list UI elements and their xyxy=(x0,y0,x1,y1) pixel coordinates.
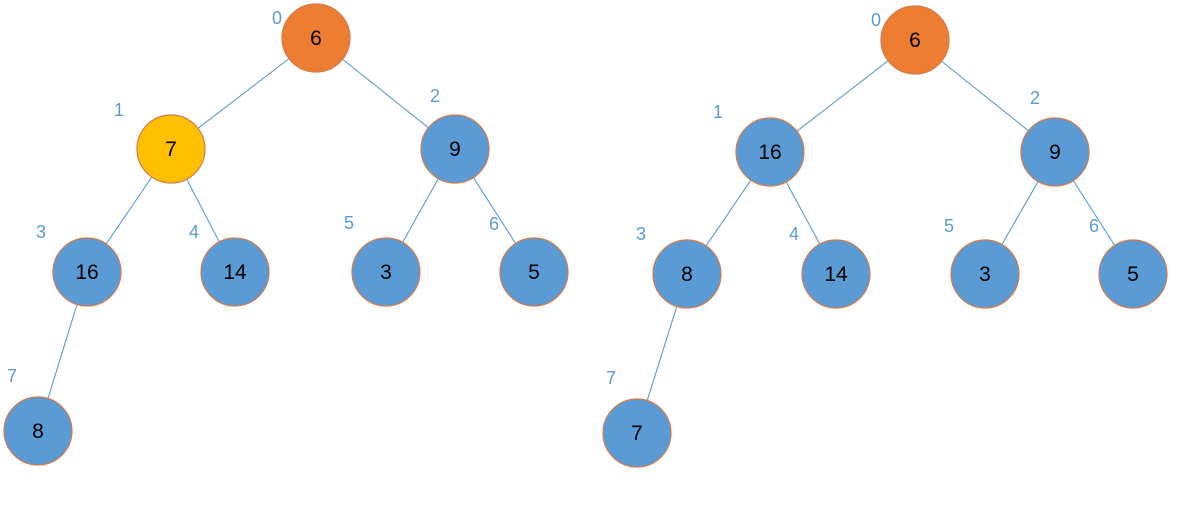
node-7: 87 xyxy=(3,366,73,466)
node-circle xyxy=(880,5,950,75)
index-label: 3 xyxy=(36,222,46,242)
node-value: 7 xyxy=(631,422,643,445)
index-label: 3 xyxy=(636,224,646,244)
node-circle xyxy=(652,239,722,309)
node-value: 9 xyxy=(1049,141,1061,164)
node-value: 7 xyxy=(165,138,177,161)
node-4: 14 4 xyxy=(789,224,871,309)
node-value: 8 xyxy=(681,263,693,286)
index-label: 7 xyxy=(606,368,616,388)
node-1: 16 1 xyxy=(713,102,805,187)
node-circle xyxy=(1098,239,1168,309)
node-value: 5 xyxy=(1127,263,1139,286)
index-label: 7 xyxy=(7,366,17,386)
node-circle xyxy=(801,239,871,309)
node-circle xyxy=(1020,117,1090,187)
node-4: 14 4 xyxy=(189,222,270,307)
node-7: 77 xyxy=(602,368,672,468)
node-0: 60 xyxy=(871,5,950,75)
node-5: 35 xyxy=(344,213,421,307)
node-circle xyxy=(200,237,270,307)
node-circle xyxy=(735,117,805,187)
index-label: 5 xyxy=(344,213,354,233)
index-label: 5 xyxy=(944,216,954,236)
index-label: 4 xyxy=(189,222,199,242)
node-circle xyxy=(950,239,1020,309)
node-1: 71 xyxy=(114,100,206,184)
node-circle xyxy=(52,237,122,307)
node-value: 6 xyxy=(310,27,322,50)
node-circle xyxy=(3,396,73,466)
node-value: 14 xyxy=(223,261,247,284)
index-label: 6 xyxy=(489,214,499,234)
node-0: 60 xyxy=(272,3,351,73)
node-value: 6 xyxy=(909,29,921,52)
index-label: 0 xyxy=(272,8,282,28)
node-value: 16 xyxy=(75,261,98,284)
node-6: 56 xyxy=(1089,216,1168,309)
node-6: 56 xyxy=(489,214,569,307)
node-3: 16 3 xyxy=(36,222,122,307)
index-label: 2 xyxy=(1030,88,1040,108)
node-value: 3 xyxy=(979,263,991,286)
node-circle xyxy=(499,237,569,307)
index-label: 4 xyxy=(789,224,799,244)
node-value: 14 xyxy=(824,263,848,286)
node-value: 8 xyxy=(32,420,44,443)
node-circle xyxy=(420,114,490,184)
node-circle xyxy=(281,3,351,73)
index-label: 1 xyxy=(114,100,124,120)
node-3: 83 xyxy=(636,224,722,309)
node-circle xyxy=(351,237,421,307)
index-label: 6 xyxy=(1089,216,1099,236)
node-value: 5 xyxy=(528,261,540,284)
node-circle xyxy=(602,398,672,468)
node-circle xyxy=(136,114,206,184)
node-value: 16 xyxy=(758,141,781,164)
node-2: 92 xyxy=(420,86,490,184)
node-value: 9 xyxy=(449,138,461,161)
index-label: 2 xyxy=(430,86,440,106)
node-5: 35 xyxy=(944,216,1020,309)
index-label: 1 xyxy=(713,102,723,122)
node-2: 92 xyxy=(1020,88,1090,187)
index-label: 0 xyxy=(871,10,881,30)
node-value: 3 xyxy=(380,261,392,284)
